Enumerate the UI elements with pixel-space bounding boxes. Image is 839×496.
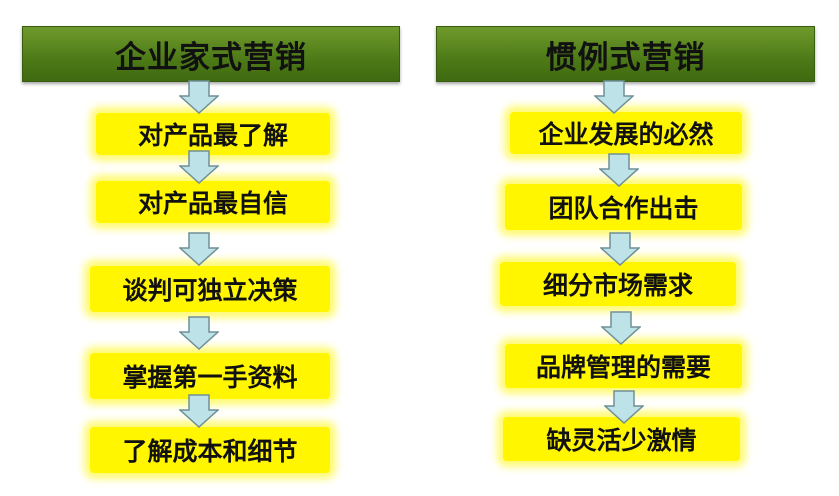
left-step-1: 对产品最了解 (96, 113, 330, 155)
down-arrow-icon (594, 80, 634, 114)
down-arrow-icon (599, 153, 639, 187)
right-step-4: 品牌管理的需要 (505, 344, 742, 388)
left-column-title: 企业家式营销 (22, 26, 400, 82)
down-arrow-icon (604, 390, 644, 424)
down-arrow-icon (179, 80, 219, 114)
down-arrow-icon (600, 232, 640, 266)
right-step-2: 团队合作出击 (505, 184, 742, 230)
down-arrow-icon (179, 232, 219, 266)
down-arrow-icon (179, 394, 219, 428)
right-step-1: 企业发展的必然 (510, 112, 742, 154)
right-step-5: 缺灵活少激情 (503, 417, 740, 461)
left-step-3: 谈判可独立决策 (90, 266, 330, 312)
left-step-4: 掌握第一手资料 (90, 353, 330, 399)
left-step-5: 了解成本和细节 (90, 427, 330, 473)
right-step-3: 细分市场需求 (500, 262, 736, 306)
right-column-title: 惯例式营销 (436, 26, 815, 82)
left-step-2: 对产品最自信 (96, 181, 330, 223)
down-arrow-icon (179, 150, 219, 184)
down-arrow-icon (179, 316, 219, 350)
down-arrow-icon (601, 311, 641, 345)
